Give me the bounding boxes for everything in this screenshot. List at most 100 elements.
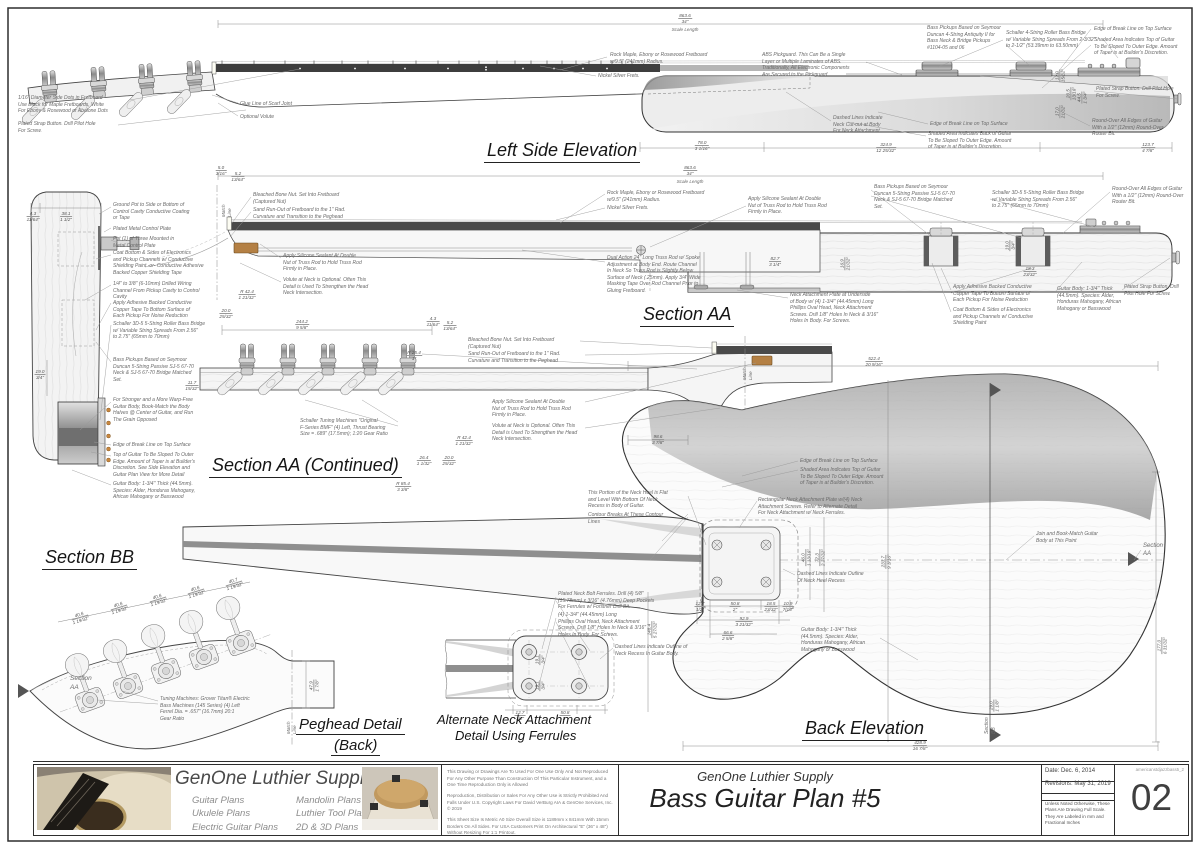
sheet-title: Bass Guitar Plan #5 xyxy=(649,783,881,813)
annotation-label: Plated Strap Button. Drill Pilot Hole Fo… xyxy=(1124,284,1179,297)
legal-paragraph: This Sheet Size Is Metric A0 Size Overal… xyxy=(447,816,609,836)
annotation-label: Edge of Break Line on Top Surface xyxy=(113,442,191,448)
annotation-label: Schaller Tuning Machines "Original F-Ser… xyxy=(300,418,388,438)
annotation-label: 1/16" Diameter Side Dots in Fretboard Us… xyxy=(18,95,108,115)
annotation-label: Shaded Area Indicates Top of Guitar To B… xyxy=(800,467,884,487)
file-code: americanstdjazzbass5_2 xyxy=(1135,767,1184,772)
annotation-label: Schaller 4-String Roller Bass Bridge w/ … xyxy=(1006,30,1096,50)
annotation-label: Shaded Area Indicates Back of Guitar To … xyxy=(928,131,1012,151)
annotation-label: Match Line xyxy=(742,367,754,380)
annotation-label: Rectangular Neck Attachment Plate w/(4) … xyxy=(758,497,863,517)
date-field: Date: Dec. 6, 2014 xyxy=(1042,765,1115,782)
logo-plan-item: Ukulele Plans xyxy=(192,808,251,820)
view-title: Left Side Elevation xyxy=(484,140,641,163)
annotation-label: Dashed Lines Indicate Outline Of Neck He… xyxy=(797,571,864,584)
logo-photo-guitar xyxy=(37,767,171,830)
annotation-label: Schaller 3D-5 5-String Roller Bass Bridg… xyxy=(113,321,205,341)
view-title: Section AA xyxy=(640,304,735,327)
annotation-label: Bass Pickups Based on Seymour Duncan 4-S… xyxy=(927,25,1001,51)
legal-text-cell: This Drawing or Drawings Are To Used For… xyxy=(441,765,619,835)
annotation-label: Edge of Break Line on Top Surface xyxy=(1094,26,1172,32)
annotation-label: Plated Metal Control Plate xyxy=(113,226,172,232)
annotation-label: This Portion of the Neck Heel is Flat an… xyxy=(588,490,668,510)
annotation-label: Dashed Lines Indicate Neck Cut-out at Bo… xyxy=(833,115,883,135)
annotation-label: Apply Silicone Sealant At Double Nut of … xyxy=(492,399,571,419)
view-title: Back Elevation xyxy=(802,718,928,741)
annotation-label: Nickel Silver Frets. xyxy=(607,205,649,211)
annotation-label: Pot (1) of Three Mounted in Metal Contro… xyxy=(113,236,175,249)
brand-name: GenOne Luthier Supplies xyxy=(175,768,389,789)
annotation-label: Rock Maple, Ebony or Rosewood Fretboard … xyxy=(607,190,705,203)
logo-plan-item: Mandolin Plans xyxy=(296,795,361,806)
annotation-label: Plated Strap Button. Drill Pilot Hole Fo… xyxy=(18,121,96,134)
annotation-label: Contour Breaks At These Contour Lines xyxy=(588,512,664,525)
annotation-label: Optional Volute xyxy=(240,114,275,120)
logo-plan-item: Luthier Tool Plans xyxy=(296,808,372,820)
view-title: Detail Using Ferrules xyxy=(455,728,577,743)
legal-paragraph: This Drawing or Drawings Are To Used For… xyxy=(447,769,609,788)
annotation-label: 1/4" to 3/8" (6-10mm) Drilled Wiring Cha… xyxy=(113,281,200,301)
view-title: Section AA (Continued) xyxy=(209,455,402,478)
meta-cell: Date: Dec. 6, 2014 Revisions: May 31, 20… xyxy=(1041,765,1115,835)
company-name: GenOne Luthier Supply xyxy=(697,769,833,784)
logo-plan-item: Electric Guitar Plans xyxy=(192,821,279,833)
annotation-label: Schaller 3D-5 5-String Roller Bass Bridg… xyxy=(992,190,1084,210)
annotation-label: Apply Silicone Sealant At Double Nut of … xyxy=(283,253,362,273)
annotation-label: Nickel Silver Frets. xyxy=(598,73,640,79)
annotation-label: Round-Over All Edges of Guitar With a 1/… xyxy=(1112,186,1184,206)
annotation-label: Edge of Break Line on Top Surface xyxy=(800,458,878,464)
annotation-label: Coat Bottom & Sides of Electronics and P… xyxy=(113,250,204,276)
annotation-label: Round-Over All Edges of Guitar With a 1/… xyxy=(1092,118,1164,138)
annotation-label: Tuning Machines: Grover Titan® Electric … xyxy=(160,696,250,722)
annotation-label: Scale Length xyxy=(676,179,704,184)
view-title: Peghead Detail xyxy=(296,716,405,735)
annotation-label: Apply Adhesive Backed Conductive Copper … xyxy=(953,284,1032,304)
annotation-label: Apply Silicone Sealant At Double Nut of … xyxy=(748,196,827,216)
annotation-label: Ground Pot to Side or Bottom of Control … xyxy=(113,202,190,222)
annotation-label: Shaded Area Indicates Top of Guitar To B… xyxy=(1094,37,1178,57)
blank-row xyxy=(1042,790,1115,801)
annotation-label: Section AA xyxy=(70,675,92,691)
annotation-label: Bass Pickups Based on Seymour Duncan 5-S… xyxy=(113,357,194,383)
annotation-label: Dashed Lines Indicate Outline of Neck Re… xyxy=(615,644,688,657)
annotation-label: Match Line xyxy=(221,204,233,217)
annotation-label: Section BB xyxy=(984,717,997,734)
